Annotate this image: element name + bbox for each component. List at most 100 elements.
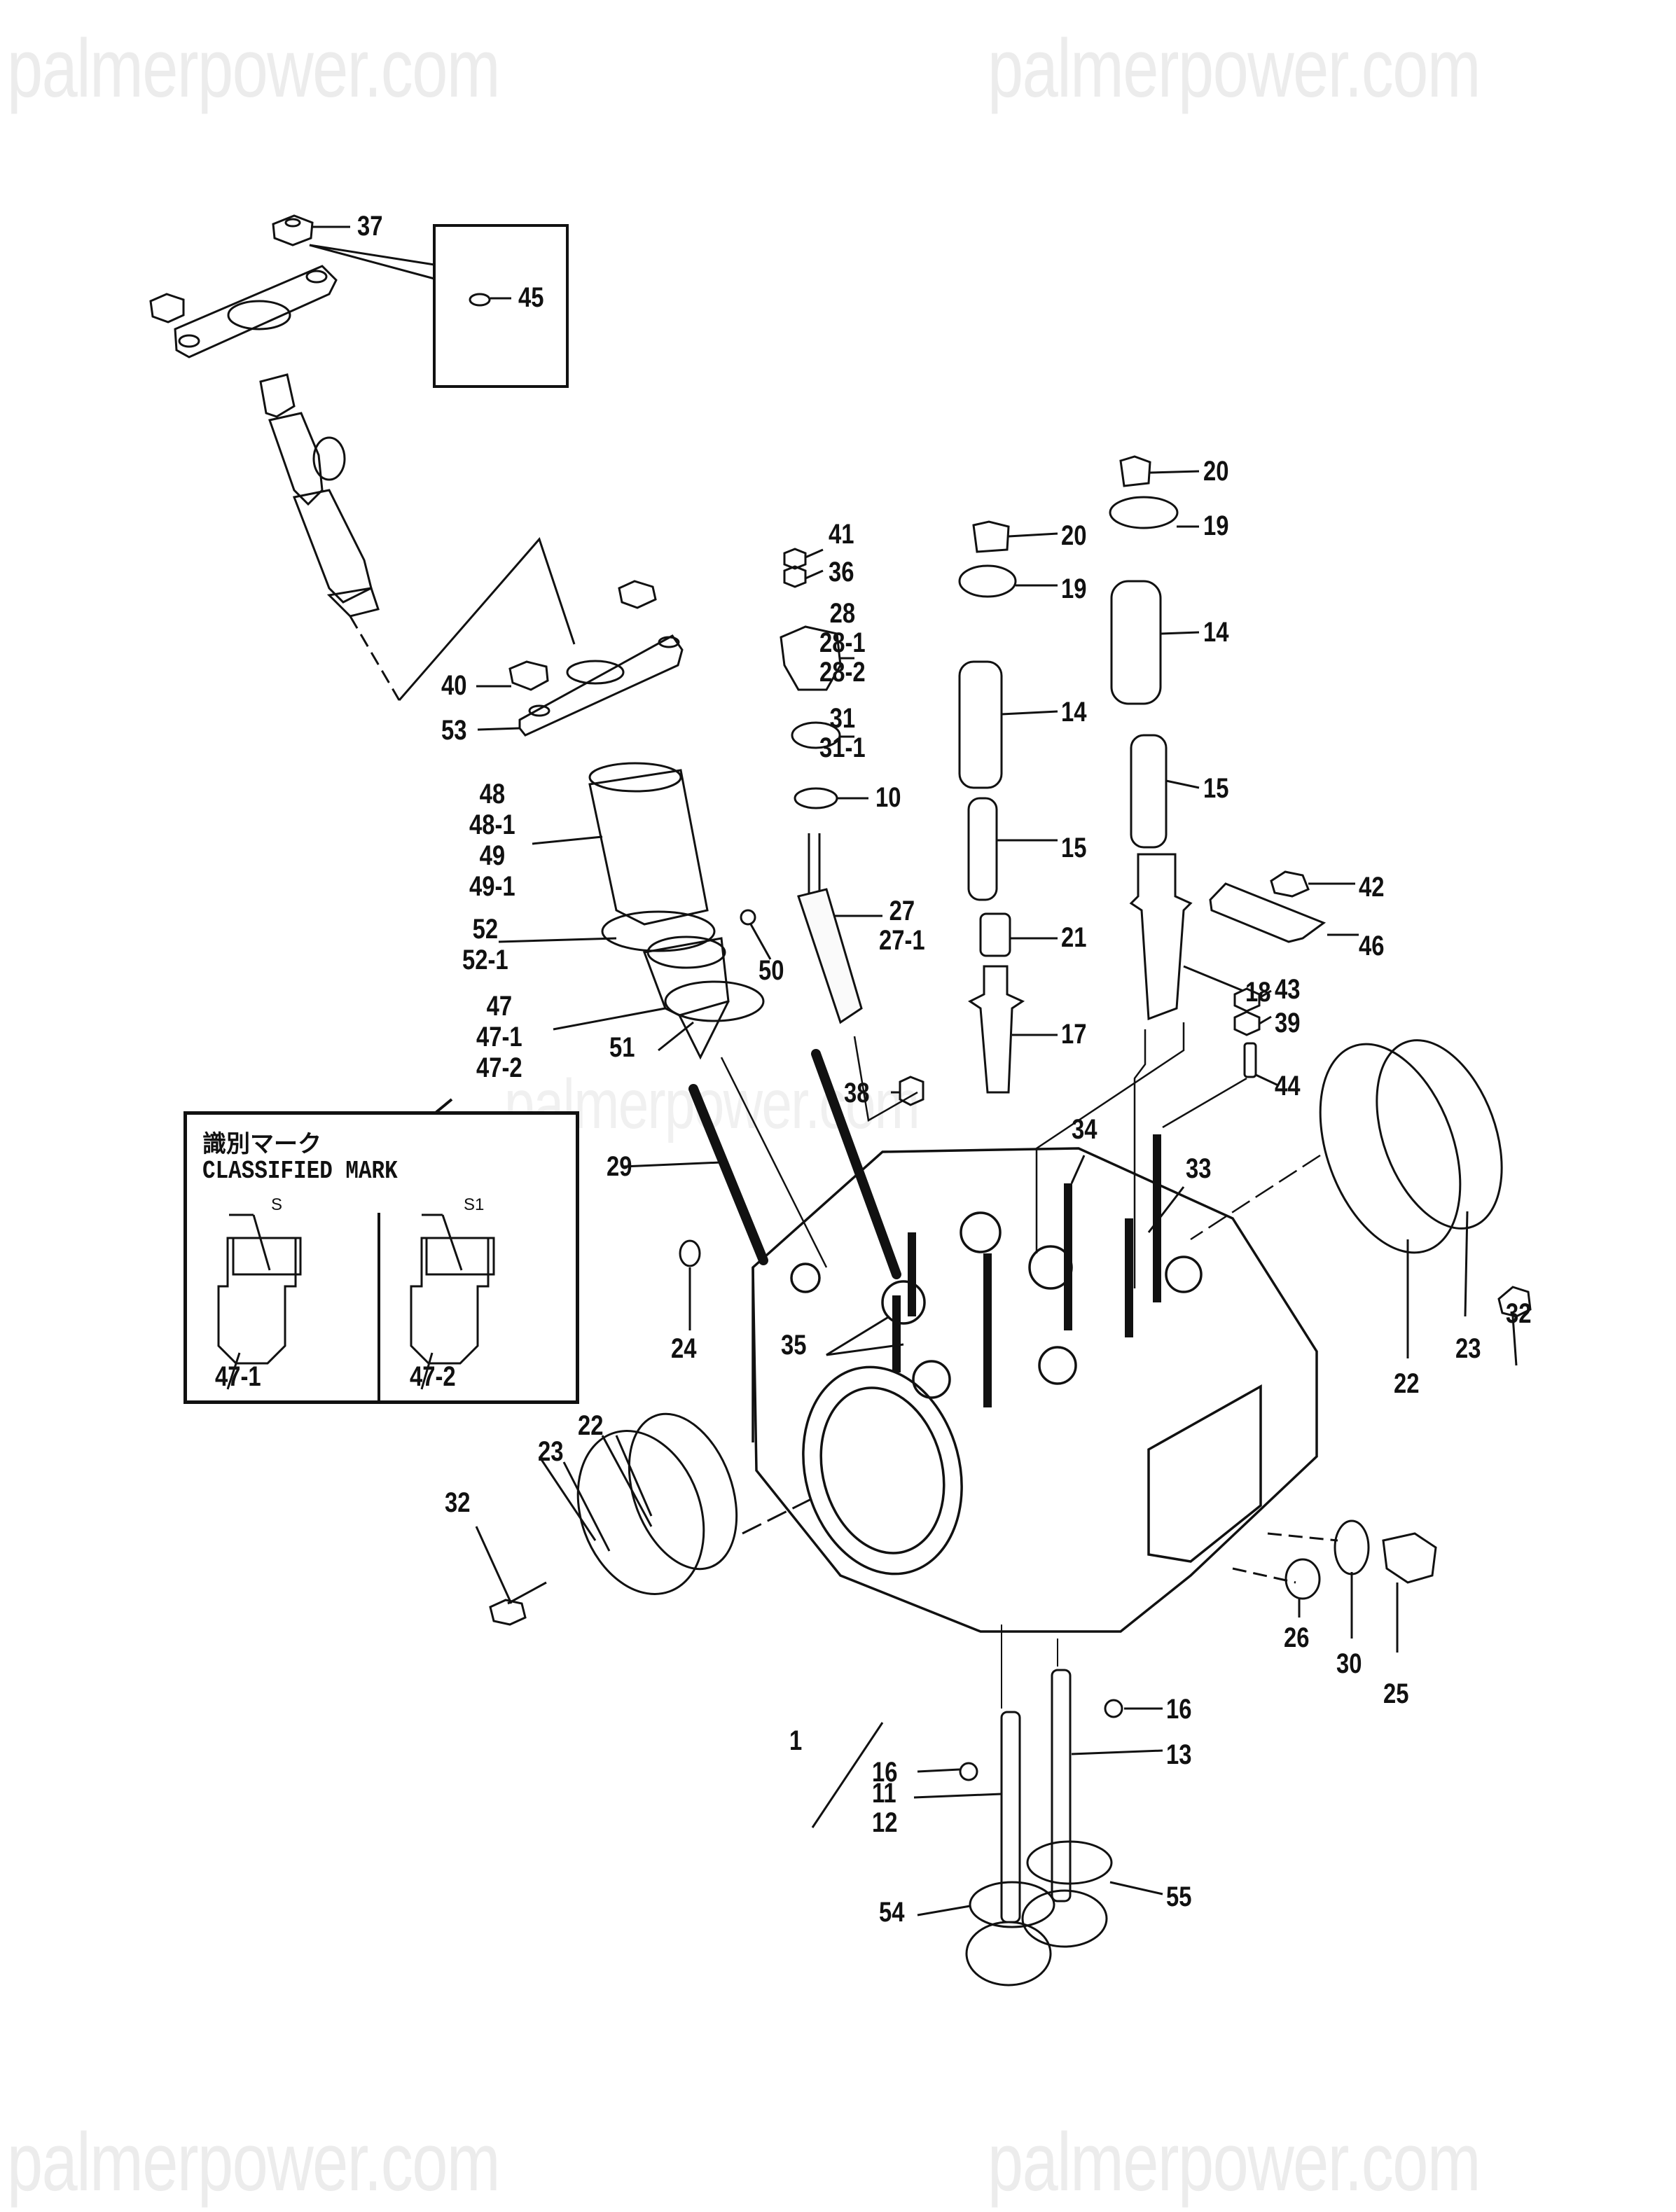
plate-46 (1209, 882, 1327, 943)
callout-51: 51 (609, 1032, 635, 1063)
callout-48: 48 48-1 49 49-1 (469, 779, 515, 902)
callout-42: 42 (1359, 872, 1385, 903)
callout-20-left: 20 (1061, 520, 1087, 551)
spring-14a (958, 660, 1003, 789)
callout-44: 44 (1275, 1071, 1301, 1101)
callout-17: 17 (1061, 1019, 1087, 1050)
nut-right (618, 580, 657, 609)
valve-11 (965, 1625, 1052, 1987)
callout-29: 29 (607, 1151, 632, 1182)
cylinder-head-body (752, 1147, 1318, 1633)
spring-15b (1130, 734, 1168, 849)
legend-mark-s1: S1 (464, 1195, 485, 1214)
spring-15a (967, 797, 998, 901)
callout-31: 31 31-1 (819, 704, 866, 763)
legend-divider (378, 1213, 380, 1402)
stem-27 (797, 833, 882, 1024)
bolt-32-right (1497, 1286, 1532, 1318)
nut-39 (1233, 1010, 1261, 1036)
callout-33: 33 (1186, 1153, 1212, 1184)
callout-38: 38 (844, 1078, 870, 1108)
ball-50 (740, 909, 756, 926)
nut-40 (508, 660, 549, 691)
callout-25: 25 (1383, 1678, 1409, 1709)
callout-28: 28 28-1 28-2 (819, 599, 866, 687)
callout-47-line: 47 47-1 47-2 (476, 991, 522, 1083)
stud-44 (1243, 1042, 1257, 1078)
callout-15-left: 15 (1061, 833, 1087, 863)
callout-22-right: 22 (1394, 1368, 1420, 1399)
washer-51 (664, 980, 765, 1022)
gasket-31 (791, 721, 841, 749)
nut-38 (899, 1076, 924, 1106)
guide-18 (1129, 853, 1193, 1021)
callout-21: 21 (1061, 922, 1087, 953)
plate-53 (477, 634, 684, 737)
legend-drawings (217, 1213, 495, 1390)
nozzle-holder-47 (553, 935, 730, 1060)
callout-15-right: 15 (1203, 773, 1229, 804)
spring-14b (1110, 580, 1162, 705)
callout-35: 35 (781, 1330, 807, 1361)
holder-47-1-drawing (217, 1213, 302, 1390)
stud-29 (688, 1084, 768, 1265)
callout-10: 10 (875, 782, 901, 813)
retainer-19b (1109, 496, 1179, 529)
callout-48-line: 48 48-1 49 49-1 (469, 779, 515, 902)
callout-28-line: 28 28-1 28-2 (819, 598, 866, 688)
washer-30 (1334, 1519, 1370, 1575)
callout-32-right: 32 (1506, 1298, 1532, 1329)
bolt-32-left (489, 1599, 527, 1626)
callout-52-line: 52 52-1 (462, 914, 508, 975)
clip-16a (959, 1762, 978, 1781)
legend-title-en: CLASSIFIED MARK (202, 1157, 398, 1185)
callout-45: 45 (518, 282, 544, 313)
callout-53: 53 (441, 715, 467, 746)
plug-28 (780, 625, 842, 691)
callout-13: 13 (1166, 1739, 1192, 1770)
callout-54: 54 (879, 1897, 905, 1928)
callout-37: 37 (357, 211, 383, 242)
callout-20-right: 20 (1203, 456, 1229, 487)
classified-mark-legend: 識別マーク CLASSIFIED MARK S S1 47-1 47-2 (183, 1111, 579, 1404)
sleeve-48 (532, 762, 709, 926)
callout-19-right: 19 (1203, 510, 1229, 541)
callout-14-right: 14 (1203, 617, 1229, 648)
callout-41: 41 (829, 519, 854, 550)
callout-14-left: 14 (1061, 697, 1087, 728)
plug-26 (1284, 1558, 1321, 1600)
nut-left (149, 293, 185, 324)
valve-13 (1021, 1639, 1108, 1948)
callout-52: 52 52-1 (462, 914, 508, 975)
callout-27-line: 27 27-1 (879, 896, 925, 956)
callout-11-line: 11 12 (872, 1778, 898, 1838)
callout-23-right: 23 (1455, 1333, 1481, 1364)
callout-16-left: 16 (872, 1757, 898, 1788)
legend-mark-s: S (271, 1195, 283, 1214)
injector (259, 373, 401, 701)
watermark-top-right: palmerpower.com (988, 22, 1481, 115)
callout-11: 11 12 (872, 1779, 897, 1837)
callout-47: 47 47-1 47-2 (476, 991, 522, 1083)
callout-40: 40 (441, 670, 467, 701)
keeper-20a (972, 520, 1010, 553)
callout-50: 50 (759, 955, 784, 986)
callout-19-left: 19 (1061, 573, 1087, 604)
keeper-20b (1119, 455, 1151, 487)
washer-10 (794, 787, 838, 809)
callout-46: 46 (1359, 931, 1385, 961)
washer-inset-box (309, 224, 569, 388)
washer-52 (601, 910, 716, 952)
holder-47-2-drawing (410, 1213, 495, 1390)
clip-16b (1104, 1699, 1123, 1718)
nut-37 (272, 214, 350, 246)
callout-23-left: 23 (538, 1436, 564, 1467)
callout-1: 1 (789, 1725, 803, 1756)
callout-26: 26 (1284, 1622, 1310, 1653)
watermark-bottom-right: palmerpower.com (988, 2116, 1481, 2208)
callout-30: 30 (1336, 1648, 1362, 1679)
callout-34: 34 (1072, 1114, 1097, 1145)
callout-16-right: 16 (1166, 1694, 1192, 1725)
callout-32-left: 32 (445, 1487, 471, 1518)
